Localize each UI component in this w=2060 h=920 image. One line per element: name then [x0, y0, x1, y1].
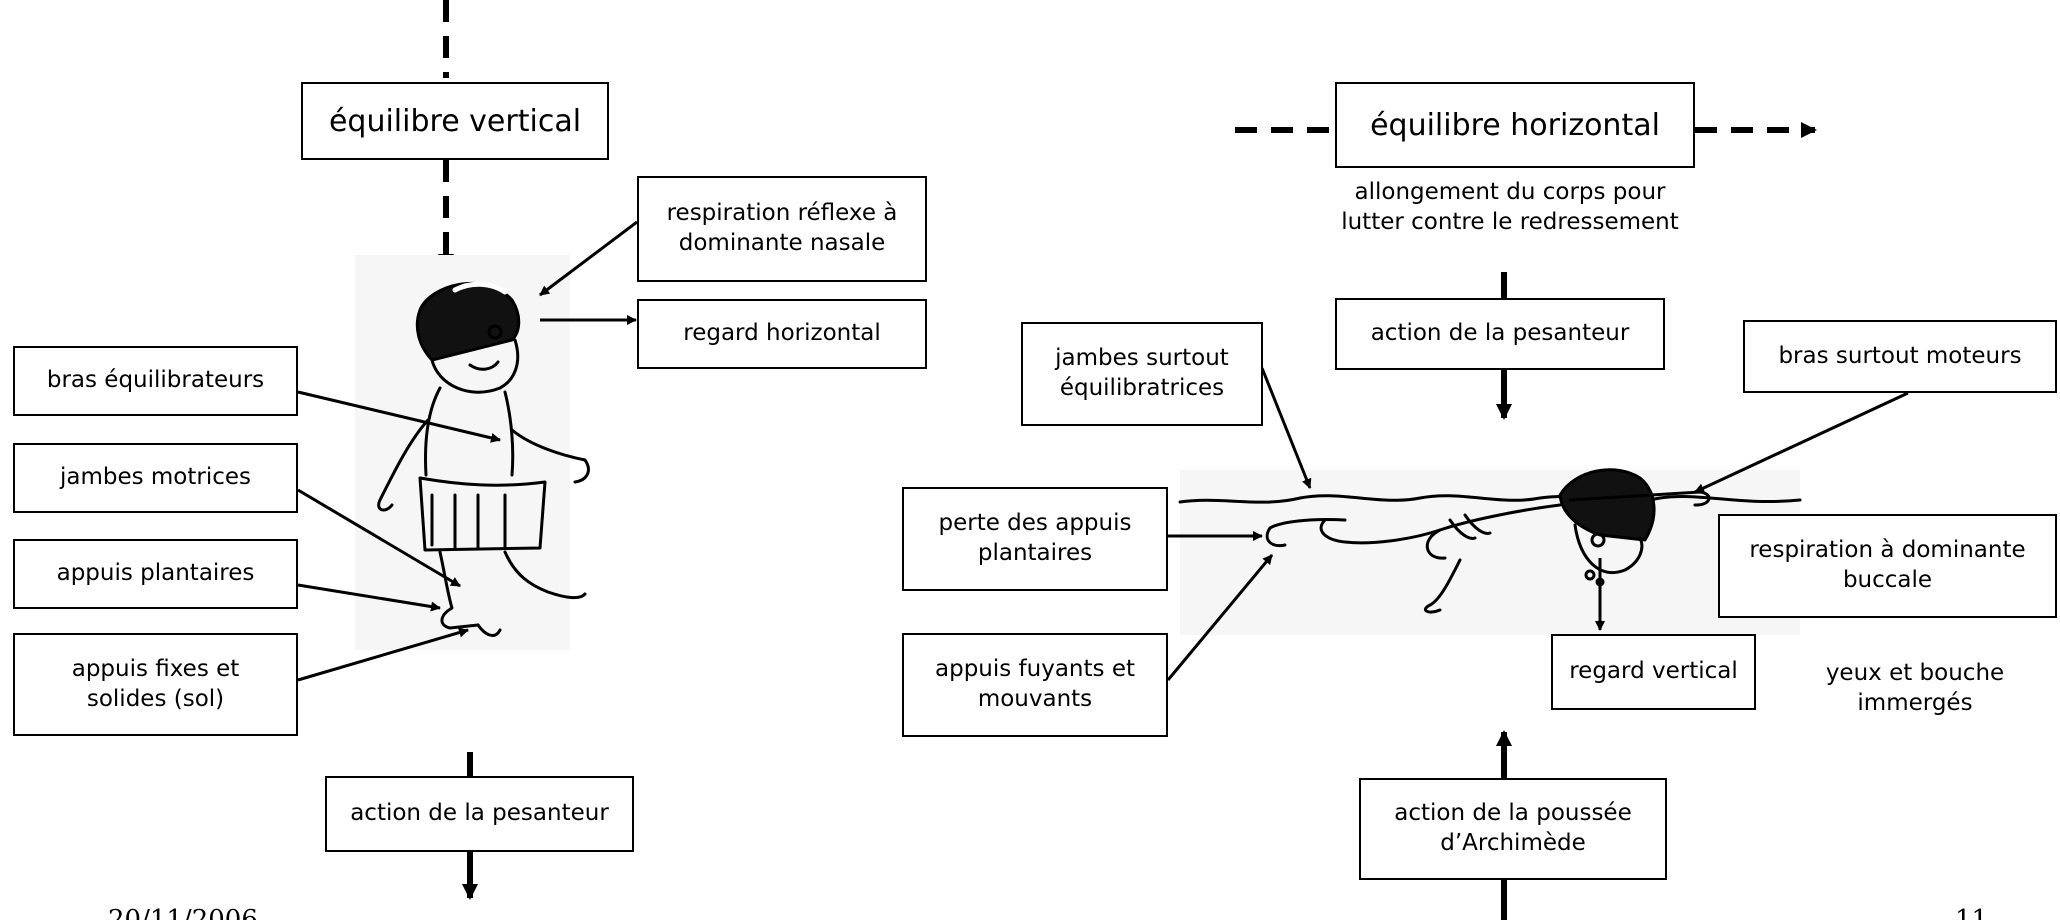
appuis-plantaires-box: appuis plantaires — [13, 539, 298, 609]
arrow-bras-equilibrateurs — [297, 390, 501, 443]
regard-horizontal-box: regard horizontal — [637, 299, 927, 369]
footer-date: 20/11/2006 — [108, 905, 258, 920]
appuis-fixes-box: appuis fixes et solides (sol) — [13, 633, 298, 736]
arrow-appuis-plantaires — [297, 583, 441, 612]
allongement-text: allongement du corps pour lutter contre … — [1341, 179, 1679, 235]
respiration-nasale-box: respiration réflexe à dominante nasale — [637, 176, 927, 282]
regard-vertical-box: regard vertical — [1551, 634, 1756, 710]
footer-page-number: 11 — [1955, 905, 1989, 920]
arrow-respiration-nasale — [539, 220, 638, 297]
arrow-appuis-fixes — [297, 627, 469, 682]
appuis-fuyants-box: appuis fuyants et mouvants — [902, 633, 1168, 737]
right-pesanteur-box: action de la pesanteur — [1335, 298, 1665, 370]
perte-appuis-box: perte des appuis plantaires — [902, 487, 1168, 591]
jambes-motrices-box: jambes motrices — [13, 443, 298, 513]
respiration-buccale-box: respiration à dominante buccale — [1718, 514, 2057, 618]
arrow-jambes-equilibratrices — [1260, 367, 1312, 489]
arrow-jambes-motrices — [297, 488, 461, 588]
swimming-child-illustration — [1178, 468, 1802, 635]
equilibre-vertical-box: équilibre vertical — [301, 82, 609, 160]
bras-equilibrateurs-box: bras équilibrateurs — [13, 346, 298, 416]
arrow-bras-moteurs — [1694, 391, 1909, 494]
standing-child-illustration — [355, 255, 590, 650]
jambes-equilibratrices-box: jambes surtout équilibratrices — [1021, 322, 1263, 426]
left-pesanteur-box: action de la pesanteur — [325, 776, 634, 852]
equilibre-horizontal-box: équilibre horizontal — [1335, 82, 1695, 168]
bras-moteurs-box: bras surtout moteurs — [1743, 320, 2057, 393]
arrow-appuis-fuyants — [1166, 554, 1274, 681]
archimede-box: action de la poussée d’Archimède — [1359, 778, 1667, 880]
yeux-bouche-text: yeux et bouche immergés — [1825, 660, 2005, 716]
